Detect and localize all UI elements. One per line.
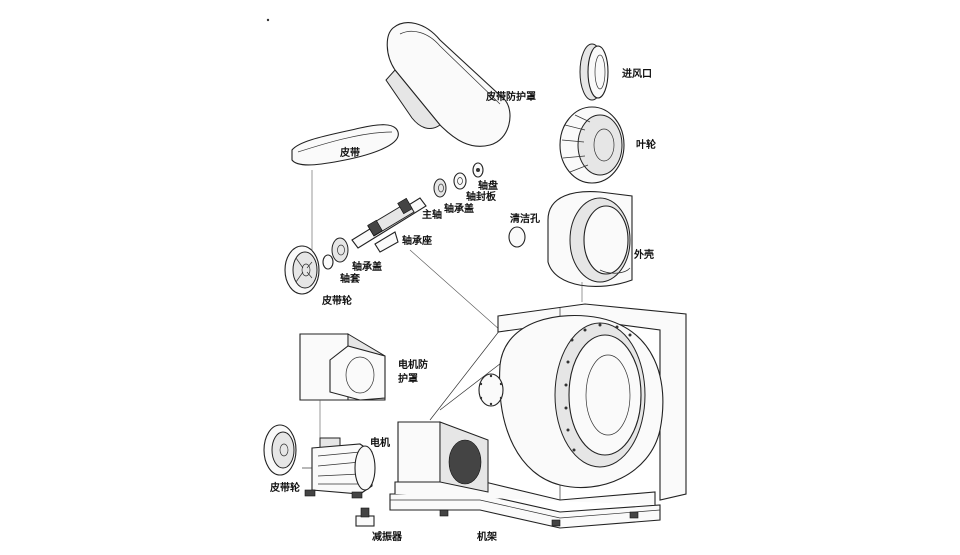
label-motor: 电机	[370, 436, 390, 449]
label-housing: 外壳	[633, 248, 654, 261]
pulley-bottom-part	[263, 424, 297, 476]
label-belt-guard: 皮带防护罩	[485, 90, 536, 103]
bearing-cover-left-part	[331, 237, 349, 263]
label-shaft-plate: 轴封板	[466, 190, 497, 203]
label-inlet: 进风口	[622, 67, 652, 80]
stray-dot	[266, 18, 270, 22]
label-sleeve: 轴套	[340, 272, 361, 285]
label-frame: 机架	[477, 530, 497, 543]
pulley-top-part	[284, 245, 320, 295]
label-belt: 皮带	[339, 146, 360, 159]
motor-part	[302, 437, 376, 499]
label-bearing-seat: 轴承座	[402, 234, 432, 247]
sleeve-part	[322, 254, 334, 270]
bearing-cover-top-part	[433, 178, 447, 198]
assembled-fan	[389, 303, 687, 529]
shaft-lead	[409, 249, 501, 331]
label-cleaning-hole: 清洁孔	[510, 212, 540, 225]
label-main-shaft: 主轴	[422, 208, 442, 221]
label-hub: 轴盘	[478, 179, 498, 192]
belt-part	[291, 124, 399, 166]
label-pulley-bottom: 皮带轮	[269, 481, 300, 494]
label-bearing-cover-top: 轴承盖	[444, 202, 474, 215]
housing-part	[547, 191, 633, 288]
hub-part	[472, 162, 484, 178]
damper-part	[355, 507, 375, 527]
label-damper: 减振器	[372, 530, 403, 543]
inlet-part	[579, 43, 609, 101]
label-pulley-top: 皮带轮	[321, 294, 352, 307]
label-impeller: 叶轮	[636, 138, 656, 151]
label-motor-guard-2: 护罩	[398, 372, 418, 385]
label-bearing-cover-left: 轴承盖	[352, 260, 382, 273]
label-motor-guard-1: 电机防	[398, 358, 428, 371]
motor-guard-part	[299, 333, 386, 401]
impeller-part	[559, 106, 625, 184]
belt-guard-part	[385, 22, 511, 147]
shaft-plate-part	[453, 172, 467, 190]
cleaning-hole-part	[508, 226, 526, 248]
main-shaft-part	[351, 197, 427, 253]
